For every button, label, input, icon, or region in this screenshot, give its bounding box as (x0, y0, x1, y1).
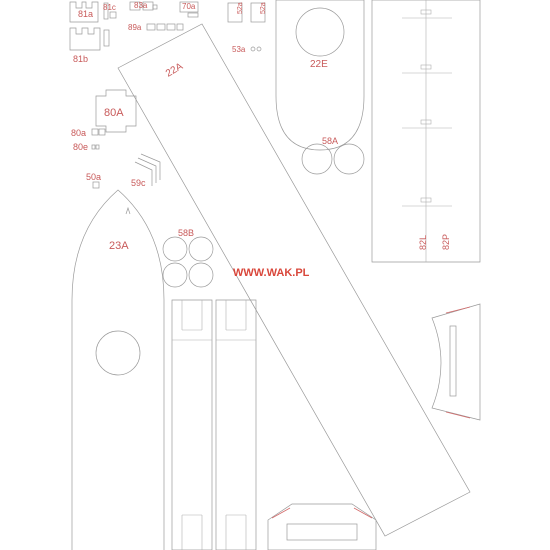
label-53a: 53a (232, 45, 246, 54)
part-50a: 50a (86, 172, 101, 189)
part-cradle-bottom (267, 503, 377, 550)
label-50a: 50a (86, 172, 101, 182)
label-52a-right: 52a (260, 2, 267, 14)
part-frame-right (215, 299, 257, 550)
part-89a: 89a (128, 23, 184, 32)
part-22e: 22E (275, 0, 365, 151)
part-23a: 23A (71, 189, 165, 550)
label-82p: 82P (441, 234, 451, 250)
label-58a: 58A (322, 136, 338, 146)
label-82l: 82L (418, 235, 428, 250)
part-59c: 59c (131, 153, 161, 188)
part-53a: 53a (232, 45, 262, 54)
part-80e: 80e (73, 142, 100, 152)
label-83a: 83a (134, 1, 148, 10)
watermark-text: WWW.WAK.PL (233, 267, 310, 279)
label-89a: 89a (128, 23, 142, 32)
part-22a: 22A (117, 23, 471, 537)
label-22a: 22A (164, 61, 185, 80)
label-59c: 59c (131, 178, 146, 188)
part-52a: 52a 52a (227, 2, 267, 23)
label-81a: 81a (78, 9, 93, 19)
label-81b: 81b (73, 54, 88, 64)
label-80a-main: 80A (104, 107, 124, 119)
part-bracket-right (431, 303, 481, 421)
label-22e: 22E (310, 59, 328, 70)
part-81b: 81b (69, 27, 110, 64)
part-81a: 81a (69, 1, 99, 23)
label-80e: 80e (73, 142, 88, 152)
label-58b: 58B (178, 228, 194, 238)
part-58b: 58B (162, 228, 214, 288)
part-82-panel: 82L 82P (371, 0, 481, 263)
part-80a-small: 80a (71, 128, 106, 138)
part-58a: 58A (301, 136, 365, 175)
part-70a: 70a (179, 1, 199, 18)
label-81c: 81c (103, 3, 116, 12)
label-23a: 23A (109, 240, 129, 252)
label-70a: 70a (182, 2, 196, 11)
part-frame-left (171, 299, 213, 550)
part-81c: 81c (103, 2, 117, 20)
part-83a: 83a (129, 1, 158, 11)
label-80a-small: 80a (71, 128, 86, 138)
part-80a: 80A (95, 89, 137, 133)
label-52a-left: 52a (237, 2, 244, 14)
